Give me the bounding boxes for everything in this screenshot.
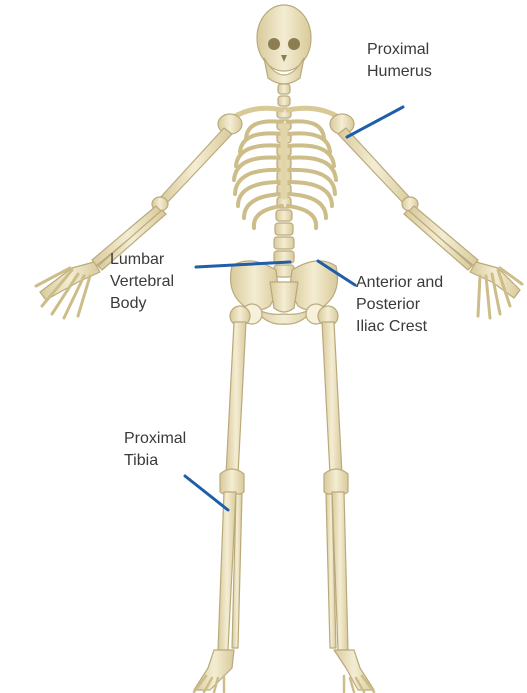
- label-line: Proximal: [367, 39, 432, 61]
- label-proximal-tibia: Proximal Tibia: [124, 428, 186, 472]
- label-line: Lumbar: [110, 249, 174, 271]
- right-clavicle: [288, 108, 340, 118]
- label-iliac-crest: Anterior and Posterior Iliac Crest: [356, 272, 443, 338]
- label-line: Tibia: [124, 450, 186, 472]
- humerus-pointer: [347, 107, 403, 137]
- label-line: Humerus: [367, 61, 432, 83]
- label-line: Proximal: [124, 428, 186, 450]
- left-leg: [194, 306, 250, 692]
- label-line: Posterior: [356, 294, 443, 316]
- label-line: Iliac Crest: [356, 316, 443, 338]
- label-line: Anterior and: [356, 272, 443, 294]
- left-clavicle: [232, 108, 282, 118]
- label-line: Body: [110, 293, 174, 315]
- label-proximal-humerus: Proximal Humerus: [367, 39, 432, 83]
- label-lumbar-vertebral-body: Lumbar Vertebral Body: [110, 249, 174, 315]
- skull: [257, 5, 311, 84]
- skeleton-figure: [36, 5, 522, 692]
- label-line: Vertebral: [110, 271, 174, 293]
- right-leg: [318, 306, 374, 692]
